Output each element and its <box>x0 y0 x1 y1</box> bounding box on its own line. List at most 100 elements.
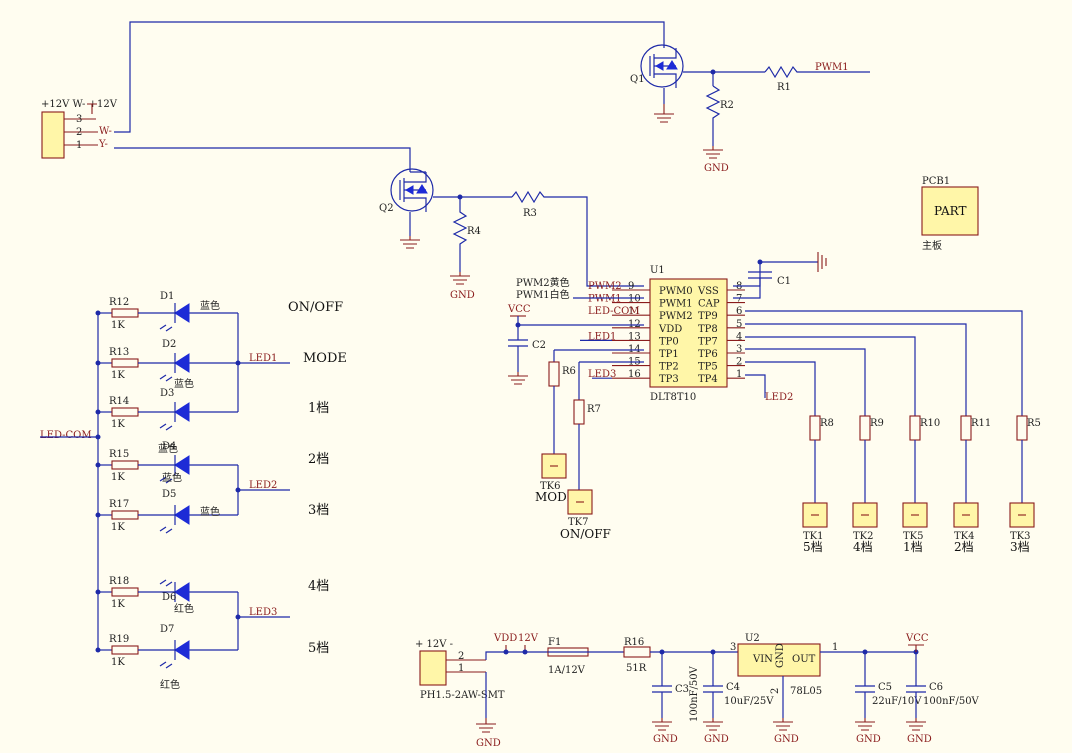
u1-pin-num: 7 <box>736 294 742 305</box>
touch-key-mode[interactable]: TK6 MODE <box>535 453 576 504</box>
touch-key-label: 5档 <box>803 540 823 554</box>
c2-label: C2 <box>532 340 546 351</box>
tk6-ref: TK6 <box>540 481 561 492</box>
r7-label: R7 <box>587 404 601 415</box>
u1-pin-name: TP2 <box>659 362 679 373</box>
touch-key-ref: TK1 <box>803 531 824 542</box>
touch-resistor <box>1016 415 1028 441</box>
junction-dot <box>95 360 101 366</box>
touch-key-label: 1档 <box>903 540 923 554</box>
c4-label: C4 <box>726 682 740 693</box>
u2-out: OUT <box>792 654 816 665</box>
gnd-c6: GND <box>907 734 932 745</box>
u1-pin-num: 11 <box>628 306 641 317</box>
u2-part: 78L05 <box>790 686 822 697</box>
u2-pin-in: 3 <box>730 642 736 653</box>
led-resistor-label: R18 <box>109 576 129 587</box>
touch-key-pad[interactable] <box>852 502 878 528</box>
vcc-net-u1: VCC <box>507 304 531 315</box>
u1-part: DLT8T10 <box>650 392 696 403</box>
dc-jack-title: + 12V - <box>415 639 453 650</box>
led-resistor <box>111 587 139 597</box>
r4-label: R4 <box>467 226 481 237</box>
u1-pin-name: TP7 <box>698 336 718 347</box>
led-resistor-label: R19 <box>109 634 129 645</box>
u1-pin-name: TP0 <box>659 336 679 347</box>
led-light-arrows <box>159 423 173 431</box>
power-input-connector: +12V W- +12V 3 2 1 W- Y- <box>41 99 118 159</box>
resistor-r6: R6 <box>548 361 576 454</box>
u2-pin-out: 1 <box>832 642 838 653</box>
led-color-label: 红色 <box>160 678 180 691</box>
u2-vin: VIN <box>752 654 773 665</box>
r1-label: R1 <box>777 82 791 93</box>
u1-pin-name: TP9 <box>698 311 718 322</box>
u1-pin-name: TP1 <box>659 349 679 360</box>
led-color-label: 蓝色 <box>158 442 178 455</box>
touch-key-label: 2档 <box>954 540 974 554</box>
touch-key-label: 3档 <box>1010 540 1030 554</box>
touch-key-ref: TK5 <box>903 531 924 542</box>
dc-pin2: 2 <box>458 651 464 662</box>
connector-title: +12V W- +12V <box>41 99 118 110</box>
regulator-u2: U2 3 VIN OUT GND 2 78L05 GND 1 <box>730 633 838 745</box>
vdd-12v: 12V <box>518 633 539 644</box>
led-color-label: 红色 <box>174 602 194 615</box>
junction-dot <box>95 512 101 518</box>
led-ref: D3 <box>160 388 174 399</box>
f1-ref: F1 <box>548 637 561 648</box>
led-light-arrows <box>159 526 173 534</box>
led-diode <box>174 582 190 602</box>
u1-pin-name: VSS <box>697 286 719 297</box>
capacitor-c5: C5 22uF/10V GND <box>855 682 922 745</box>
q2-label: Q2 <box>379 203 394 214</box>
mosfet-q1: Q1 <box>630 44 684 123</box>
junction-dot <box>95 310 101 316</box>
junction-dot <box>95 589 101 595</box>
resistor-value: 1K <box>111 599 125 610</box>
resistor-value: 1K <box>111 320 125 331</box>
u1-pin-num: 3 <box>736 344 742 355</box>
c3-label: C3 <box>675 684 689 695</box>
capacitor-c6: C6 100nF/50V GND <box>906 682 980 745</box>
led-resistor <box>111 407 139 417</box>
led-resistor-label: R15 <box>109 449 129 460</box>
dc-pin1: 1 <box>458 663 464 674</box>
led-diode <box>174 303 190 323</box>
dc-jack: + 12V - 2 1 PH1.5-2AW-SMT <box>415 639 505 701</box>
touch-key-ref: TK3 <box>1010 531 1031 542</box>
r2-label: R2 <box>720 100 734 111</box>
gnd-r4: GND <box>450 290 475 301</box>
u2-ref: U2 <box>745 633 760 644</box>
gnd-r2: GND <box>704 163 729 174</box>
fuse-f1: F1 1A/12V <box>547 637 589 676</box>
pcb-ref: PCB1 <box>922 176 950 187</box>
led-diode <box>174 353 190 373</box>
led3-net: LED3 <box>249 607 277 618</box>
capacitor-c3: C3 GND 100nF/50V <box>652 665 700 745</box>
led-resistor <box>111 510 139 520</box>
pin-2: 2 <box>76 127 82 138</box>
led-ref: D5 <box>162 489 176 500</box>
f1-val: 1A/12V <box>548 665 586 676</box>
u1-pin-num: 10 <box>628 294 641 305</box>
led-light-arrows <box>159 661 173 669</box>
resistor-r1: R1 PWM1 <box>764 62 870 93</box>
c6-label: C6 <box>929 682 943 693</box>
resistor-value: 1K <box>111 657 125 668</box>
u2-gnd: GND <box>775 643 786 668</box>
resistor-r4: R4 GND <box>450 197 481 301</box>
led-diode <box>174 455 190 475</box>
touch-key-onoff[interactable]: TK7 ON/OFF <box>560 489 611 541</box>
led-light-arrows <box>159 324 173 332</box>
led-resistor <box>111 308 139 318</box>
u1-pin-name: PWM1 <box>659 299 693 310</box>
q1-label: Q1 <box>630 74 645 85</box>
led-ref: D1 <box>160 291 174 302</box>
c6-val: 100nF/50V <box>923 696 980 707</box>
junction-dot <box>95 647 101 653</box>
gnd-c3: GND <box>653 734 678 745</box>
led-diode <box>174 505 190 525</box>
u1-pin-name: PWM0 <box>659 286 693 297</box>
led-ref: D7 <box>160 624 174 635</box>
